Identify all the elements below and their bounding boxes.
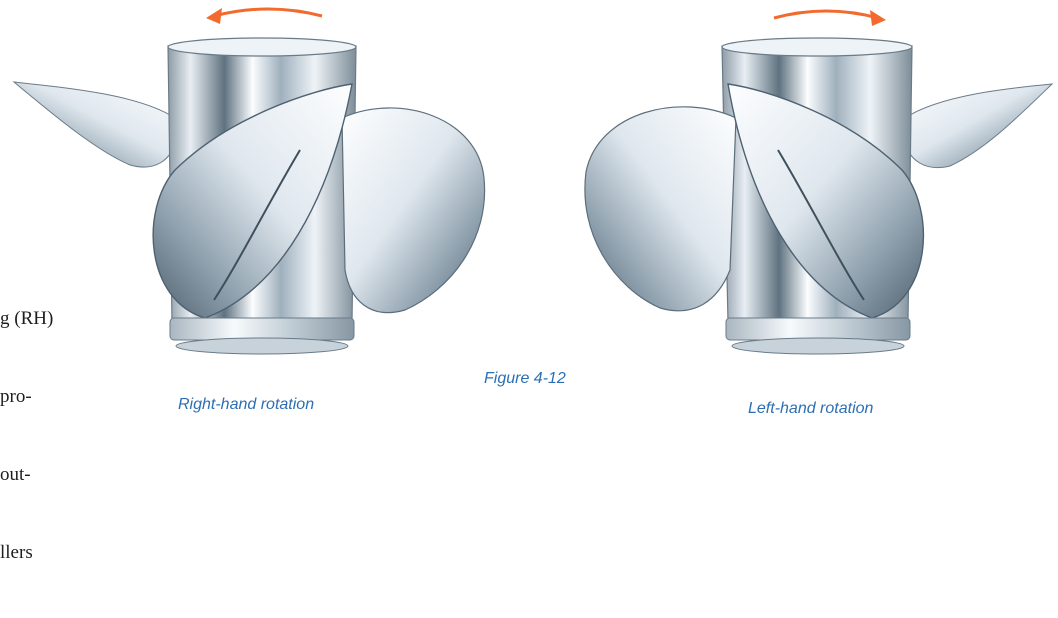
body-text-line: llers [0, 540, 140, 566]
propeller-base [732, 338, 904, 354]
propeller-blade [585, 107, 736, 311]
left-hand-propeller [585, 38, 1052, 354]
propeller-blade [342, 108, 485, 313]
propeller-ring [726, 318, 910, 340]
propeller-blade [14, 82, 175, 167]
propeller-hub-top [168, 38, 356, 56]
right-hand-propeller [14, 38, 485, 354]
propeller-blade [905, 84, 1052, 168]
curved-arrow-right-icon [774, 10, 886, 26]
propeller-illustrations [0, 0, 1058, 423]
body-text-line: out- [0, 462, 140, 488]
propeller-ring [170, 318, 354, 340]
propeller-hub-top [722, 38, 912, 56]
propeller-base [176, 338, 348, 354]
curved-arrow-left-icon [206, 8, 322, 24]
figure-page: g (RH) pro- out- llers [0, 0, 1058, 423]
left-hand-rotation-caption: Left-hand rotation [748, 400, 873, 418]
right-hand-rotation-caption: Right-hand rotation [178, 396, 314, 414]
figure-number-caption: Figure 4-12 [484, 370, 566, 388]
